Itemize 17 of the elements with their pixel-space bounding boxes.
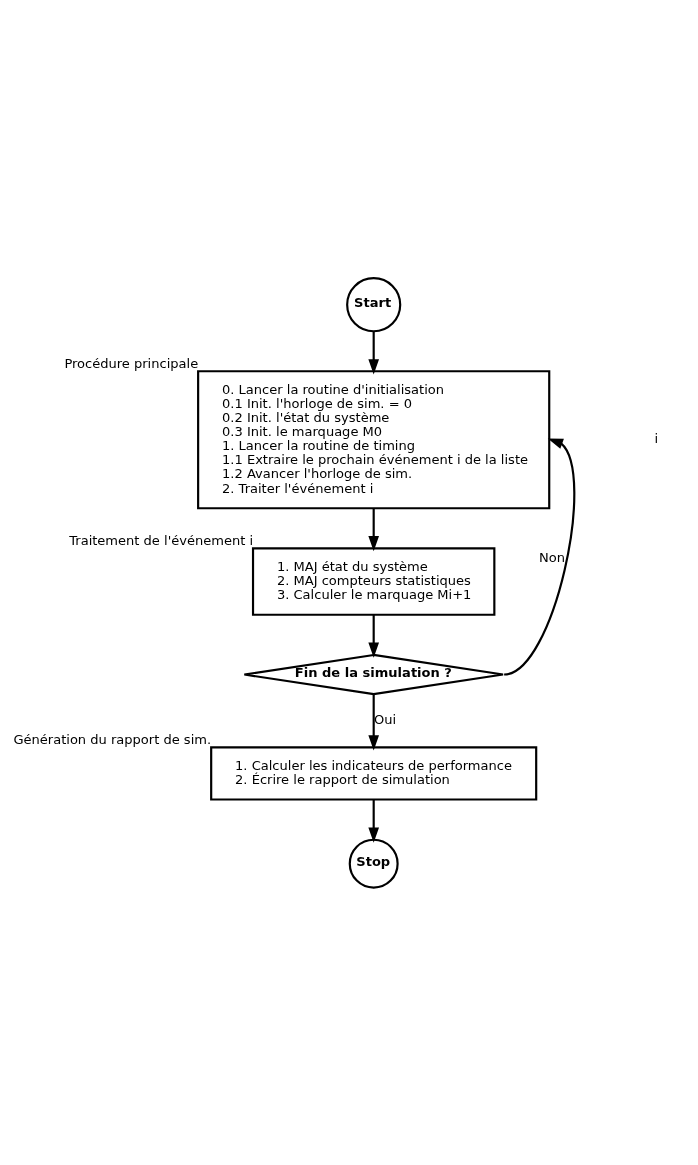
node-circle: Start — [345, 276, 401, 332]
edge-label: Non — [538, 549, 565, 565]
node-circle: Stop — [348, 838, 399, 889]
label: i — [653, 430, 658, 446]
node-label: Procédure principale — [63, 355, 198, 371]
arrow — [367, 614, 379, 658]
arrow — [367, 799, 379, 843]
node-label: Génération du rapport de sim. — [12, 731, 211, 747]
arrow — [367, 330, 379, 374]
node-diamond: Fin de la simulation ? — [242, 653, 504, 695]
arrow — [503, 438, 575, 676]
node-label: Traitement de l'événement i — [68, 532, 253, 548]
arrow — [367, 693, 379, 750]
arrow — [367, 508, 379, 551]
node-box: 1. MAJ état du système 2. MAJ compteurs statistiques 3. Calculer le marquage Mi+1 — [251, 546, 495, 616]
node-box: 0. Lancer la routine d'initialisation 0.1 Init. l'horloge de sim. = 0 0.2 Init. l'état du système 0.3 Init. le marquage M0 1. Lancer la routine de timing 1.1 Extraire le prochain événement i de la liste 1.2 Avancer l'horloge de sim. 2. Traiter l'événement i — [196, 369, 550, 509]
node-box: 1. Calculer les indicateurs de performance 2. Écrire le rapport de simulation — [209, 745, 537, 801]
